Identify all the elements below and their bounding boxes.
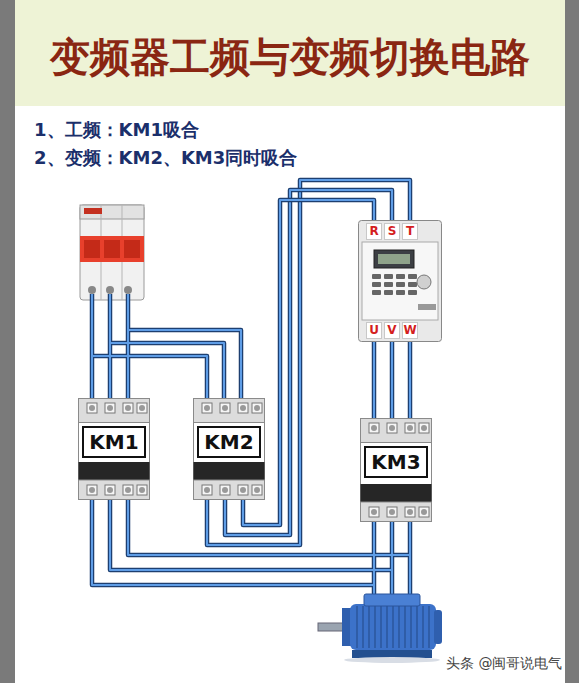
inverter-box: RST UVW — [358, 220, 442, 342]
contactor-box: KM1 — [78, 398, 150, 500]
contactor-label: KM2 — [197, 426, 261, 458]
terminal-label: T — [402, 223, 418, 240]
title: 变频器工频与变频切换电路 — [50, 30, 530, 85]
terminal-label: V — [384, 322, 400, 339]
mode-note: 2、变频：KM2、KM3同时吸合 — [34, 146, 297, 170]
terminal-label: S — [384, 223, 400, 240]
terminal-label: W — [402, 322, 418, 339]
mode-note: 1、工频：KM1吸合 — [34, 118, 199, 142]
motor — [318, 594, 442, 663]
contactor-box: KM3 — [360, 418, 432, 522]
circuit-breaker — [80, 205, 144, 300]
terminal-label: U — [366, 322, 382, 339]
power-wire-bundle — [374, 342, 410, 418]
contactor-label: KM3 — [364, 446, 428, 478]
contactor-label: KM1 — [82, 426, 146, 458]
watermark: 头条 @闽哥说电气 — [446, 655, 562, 673]
terminal-label: R — [366, 223, 382, 240]
contactor-box: KM2 — [193, 398, 265, 500]
